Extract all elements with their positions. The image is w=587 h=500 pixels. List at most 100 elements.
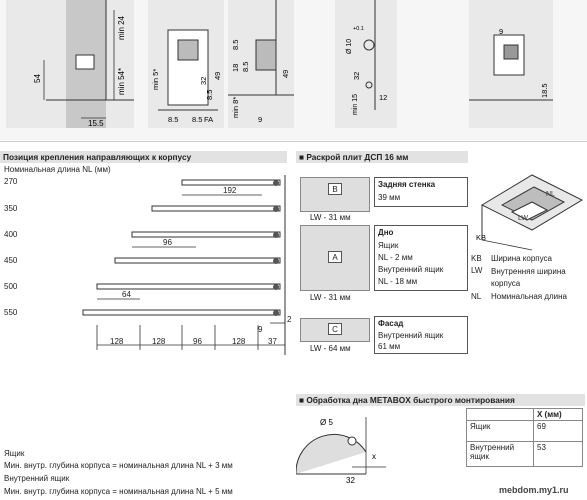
bottom-hole-drawing: Ø 5 x 32 [296,417,386,485]
panel-bottom-info: Дно Ящик NL - 2 мм Внутренний ящик NL - … [374,225,468,291]
length-400: 400 [4,230,18,239]
nominal-length-subheading: Номинальная длина NL (мм) [4,165,111,174]
dim-54: 54 [33,74,42,83]
dim-96-inner: 96 [163,238,172,247]
x-values-table: X (мм) Ящик 69 Внутренний ящик 53 [466,408,583,467]
note-drawer: Ящик [4,449,25,458]
panel-front-info: Фасад Внутренний ящик 61 мм [374,316,468,354]
note-inner-depth: Мин. внутр. глубина корпуса = номинальна… [4,487,233,496]
square-icon: ■ [299,152,307,162]
panel-bottom-letter: A [328,251,342,263]
panel-back: B [300,177,370,212]
hole-drawing: Ø 10 +0.1 32 min 15 12 [335,0,397,128]
table-row-label: Ящик [466,420,534,442]
length-350: 350 [4,204,18,213]
processing-heading-text: Обработка дна METABOX быстрого монтирова… [306,395,515,405]
iso-label-nl: NL [546,191,555,198]
drawer-isometric-drawing: KB LW NL [476,174,584,251]
dim-min24: min 24 [117,15,126,40]
panel-front-line-1: Внутренний ящик [378,331,444,340]
table-row-value: 69 [533,420,583,442]
dim-192: 192 [223,186,237,195]
panel-front-letter: C [328,323,342,335]
side-view-drawing-3-lines: 8.5 18 8.5 49 min 8* 9 [228,0,294,124]
cutting-heading: ■ Раскрой плит ДСП 16 мм [296,151,468,163]
length-270: 270 [4,177,18,186]
side-view-drawing-1: 54 min 24 min 54* 15.5 [6,0,134,128]
panel-bottom-line-1: Ящик [378,241,399,250]
legend-text-lw: Внутренняя ширина корпуса [491,267,566,288]
dim-min5: min 5* [151,69,160,90]
dim-96-bottom: 96 [193,337,202,346]
table-header-blank [466,408,534,421]
dim-128-c: 128 [232,337,246,346]
panel-bottom-title: Дно [378,228,394,237]
dim-128-a: 128 [110,337,124,346]
side-view-drawing-2: min 5* 8.5 32 8.5 49 8.5 FA [148,0,224,128]
panel-back-width: LW - 31 мм [310,213,351,222]
dim-49: 49 [213,72,222,80]
dim-8-5-d: 8.5 [231,40,240,50]
iso-label-lw: LW [518,215,528,222]
dim-d5: Ø 5 [320,418,333,427]
panel-back-title: Задняя стенка [378,180,436,189]
note-inner: Внутренний ящик [4,474,70,483]
length-500: 500 [4,282,18,291]
end-view-drawing: 9 18.5 [469,0,553,128]
legend-text-nl: Номинальная длина [491,292,567,301]
side-view-drawing-2-lines: min 5* 8.5 32 8.5 49 8.5 FA [151,29,222,124]
dim-8-5-c: 8.5 [192,115,202,124]
panel-front-width: LW - 64 мм [310,344,351,353]
square-icon: ■ [299,395,307,405]
dim-12: 12 [379,93,387,102]
panel-front-title: Фасад [378,319,404,328]
panel-front-line-2: 61 мм [378,342,401,351]
dim-32-b: 32 [352,72,361,80]
hole-drawing-lines: Ø 10 +0.1 32 min 15 12 [346,0,387,115]
dim-9-b: 9 [499,27,503,36]
dim-9-side: 9 [258,325,263,334]
table-header-row: X (мм) [466,408,583,421]
legend-key-lw: LW [471,266,483,275]
processing-heading: ■ Обработка дна METABOX быстрого монтиро… [296,394,585,406]
dim-8-5-e: 8.5 [241,62,250,72]
mounting-heading: Позиция крепления направляющих к корпусу [0,151,287,163]
length-450: 450 [4,256,18,265]
panel-back-info: Задняя стенка 39 мм [374,177,468,207]
dim-d10: Ø 10 [346,39,353,54]
panel-bottom-line-2: NL - 2 мм [378,253,413,262]
dim-128-b: 128 [152,337,166,346]
dim-32: 32 [199,77,208,85]
side-view-drawing-3: 8.5 18 8.5 49 min 8* 9 [228,0,294,128]
length-550: 550 [4,308,18,317]
dim-37: 37 [268,337,277,346]
watermark: mebdom.my1.ru [499,485,569,495]
legend-text-kb: Ширина корпуса [491,254,552,263]
dim-9: 9 [258,115,262,124]
dim-8-5-b: 8.5 [205,90,214,100]
dim-15-5: 15.5 [88,119,104,128]
legend-key-kb: KB [471,254,482,263]
iso-label-kb: KB [476,233,486,242]
dim-fa: FA [204,115,213,124]
installation-drawings-band: 54 min 24 min 54* 15.5 min 5* 8.5 32 8.5… [0,0,587,142]
dim-2-side: 2 [287,315,292,324]
table-row-value: 53 [533,441,583,467]
dim-8-5-a: 8.5 [168,115,178,124]
dim-49-b: 49 [281,70,290,78]
dim-18: 18 [231,64,240,72]
table-row: Внутренний ящик 53 [466,441,583,467]
panel-front: C [300,318,370,342]
table-row-label: Внутренний ящик [466,441,534,467]
dim-18-5: 18.5 [540,83,549,98]
note-drawer-depth: Мин. внутр. глубина корпуса = номинальна… [4,461,233,470]
end-view-drawing-lines: 9 18.5 [469,27,553,101]
panel-bottom-line-3: Внутренний ящик [378,265,444,274]
legend-key-nl: NL [471,292,482,301]
rail-positions-diagram [82,175,286,355]
dim-min15: min 15 [352,94,359,115]
side-view-drawing-1-lines: 54 min 24 min 54* 15.5 [33,0,134,128]
panel-back-height: 39 мм [378,193,401,202]
cutting-heading-text: Раскрой плит ДСП 16 мм [306,152,409,162]
dim-x: x [372,452,376,461]
